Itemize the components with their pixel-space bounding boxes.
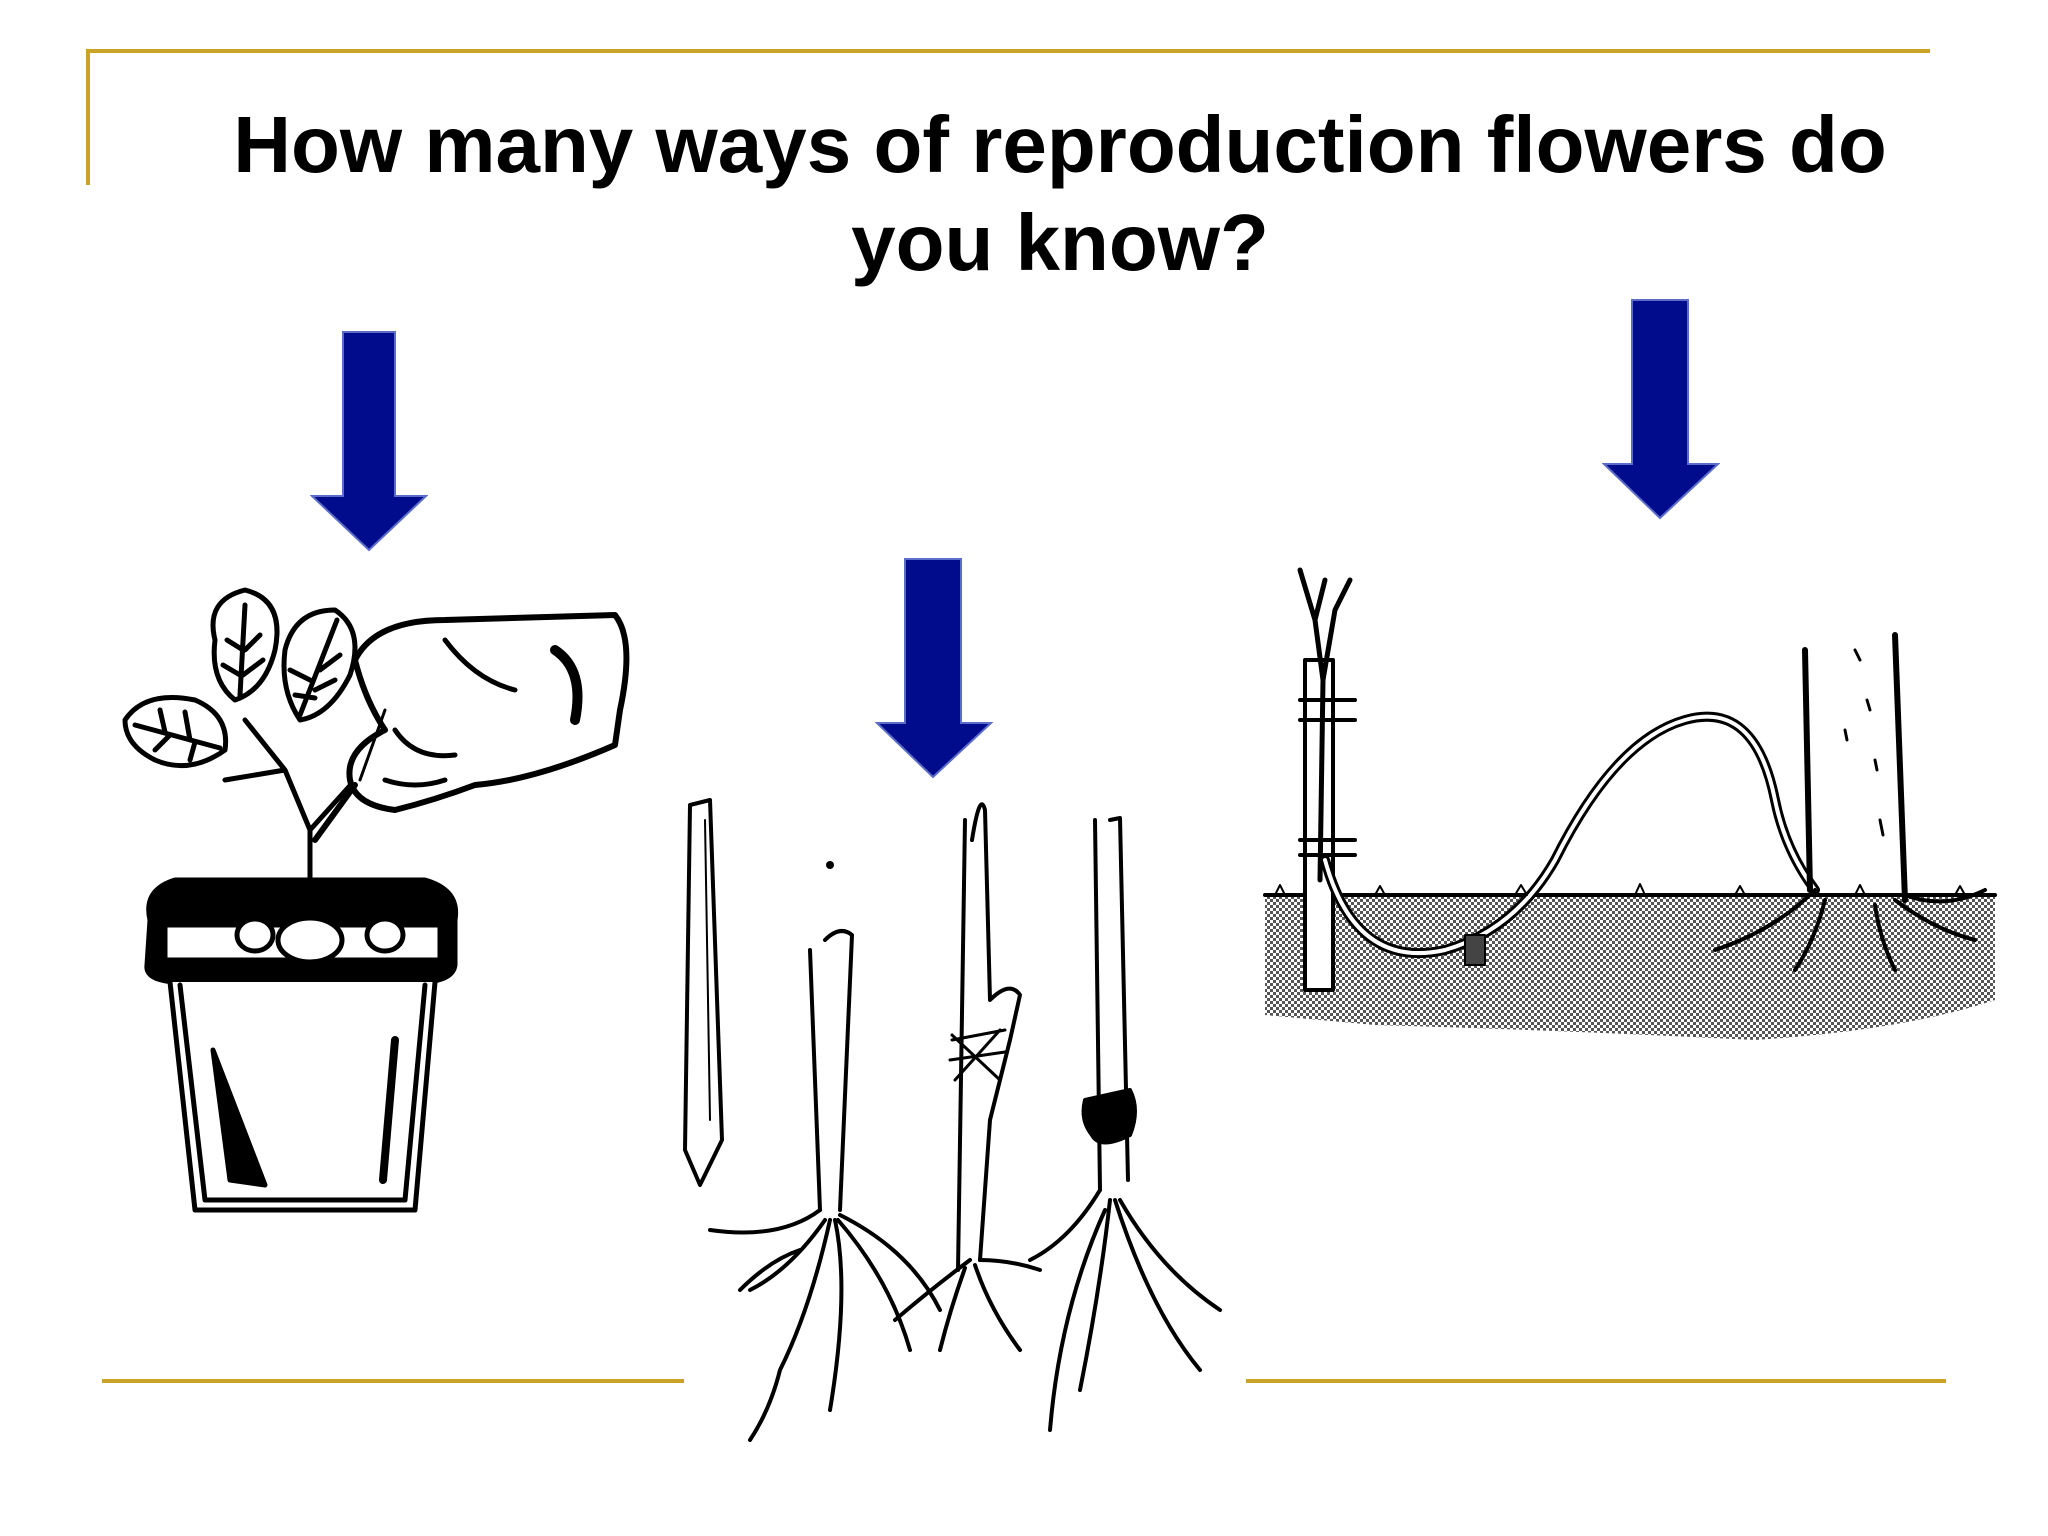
frame-line-bottom-left xyxy=(102,1379,684,1383)
arrow-down-icon xyxy=(1602,299,1720,520)
slide-title: How many ways of reproduction flowers do… xyxy=(233,100,1887,287)
frame-line-bottom-right xyxy=(1246,1379,1946,1383)
arrow-down-icon xyxy=(310,331,428,552)
frame-line-top xyxy=(86,49,1930,53)
hand-cutting-potted-plant-icon xyxy=(122,587,630,1213)
layering-branch-icon xyxy=(1263,567,1997,1040)
frame-line-left xyxy=(86,49,90,185)
grafted-stems-icon xyxy=(683,798,1222,1442)
arrow-down-icon xyxy=(875,558,993,779)
